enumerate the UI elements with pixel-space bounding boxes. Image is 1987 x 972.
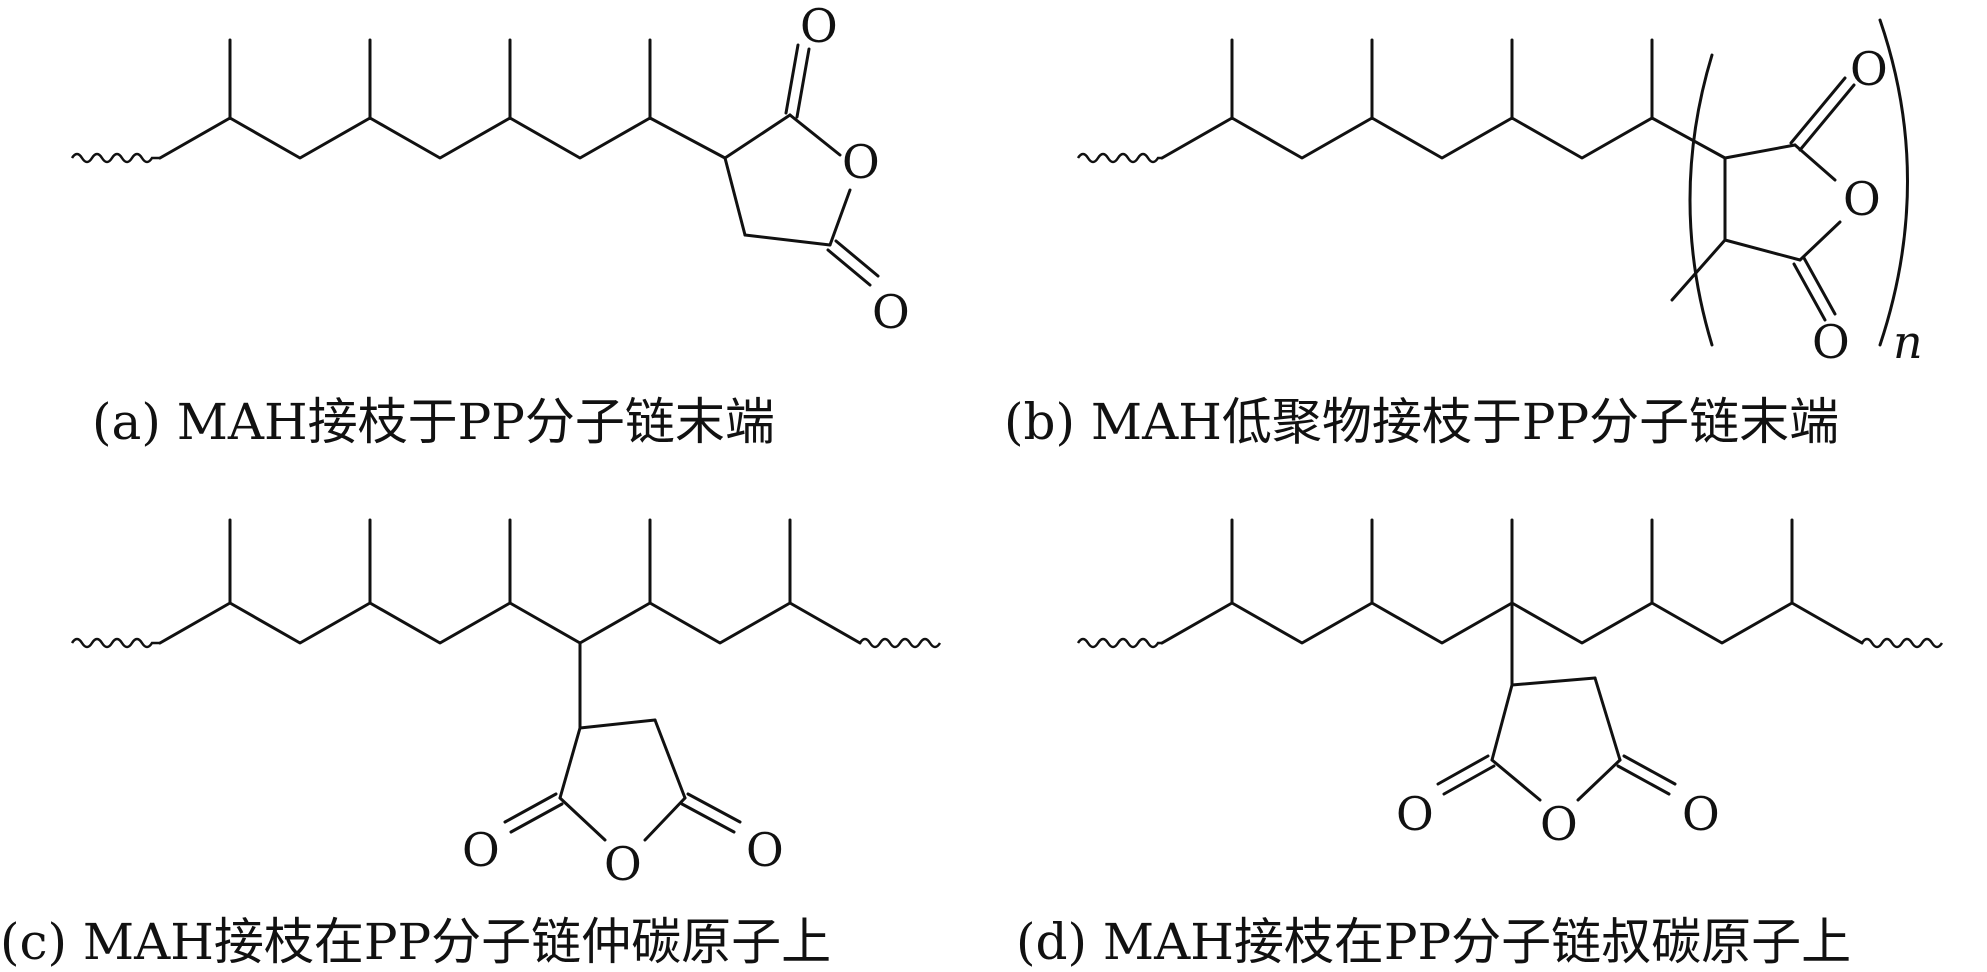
wavy-chain-end-d-right	[1860, 637, 1944, 649]
oxygen-b-bottom: O	[1812, 315, 1850, 369]
carbonyl-c-right-1	[686, 792, 742, 824]
bracket-right-b	[1878, 18, 1909, 347]
carbonyl-a-bottom-2	[834, 239, 880, 278]
ring-bond-b-6	[1670, 238, 1727, 302]
carbonyl-d-left-1	[1436, 754, 1490, 786]
oxygen-b-ring: O	[1843, 172, 1881, 226]
wavy-chain-end-c-left	[70, 637, 160, 649]
caption-c: (c) MAH接枝在PP分子链仲碳原子上	[0, 913, 832, 971]
wavy-chain-end-d-left	[1076, 637, 1162, 649]
bracket-left-b	[1688, 53, 1714, 347]
carbonyl-b-top-2	[1798, 83, 1856, 152]
wavy-chain-end-b	[1076, 152, 1162, 164]
oxygen-d-right: O	[1682, 787, 1720, 841]
ring-bond-b-5	[1798, 220, 1842, 262]
structure-b: O O O n	[1076, 18, 1923, 369]
pp-backbone-b	[1160, 116, 1727, 160]
carbonyl-a-top-2	[795, 47, 811, 119]
wavy-chain-end-a	[70, 152, 160, 164]
repeat-index-n: n	[1893, 315, 1923, 369]
ring-bond-b-3	[1793, 143, 1837, 182]
oxygen-a-ring: O	[842, 135, 880, 189]
ring-bond-c-4	[558, 796, 607, 842]
carbonyl-c-left-2	[509, 802, 564, 834]
ring-bond-b-4	[1723, 238, 1802, 262]
ring-bond-d-1	[1510, 676, 1597, 687]
ring-bond-c-3	[653, 718, 687, 800]
ring-bond-c-5	[643, 796, 687, 842]
ring-bond-d-3	[1593, 676, 1622, 762]
carbonyl-a-top-1	[784, 43, 800, 115]
ring-bond-d-4	[1490, 758, 1542, 802]
oxygen-d-left: O	[1396, 787, 1434, 841]
ring-bond-b-2	[1723, 143, 1797, 160]
carbonyl-a-bottom-1	[826, 248, 872, 287]
pp-backbone-a	[158, 116, 727, 160]
caption-b: (b) MAH低聚物接枝于PP分子链末端	[1004, 393, 1840, 451]
carbonyl-c-right-2	[680, 802, 736, 834]
ring-bond-a-5	[828, 188, 852, 247]
carbonyl-b-bottom-2	[1802, 256, 1837, 316]
carbonyl-d-left-2	[1442, 764, 1496, 796]
ring-bond-d-5	[1576, 758, 1622, 802]
oxygen-b-top: O	[1850, 42, 1888, 96]
ring-bond-a-4	[743, 233, 832, 247]
carbonyl-b-bottom-1	[1792, 262, 1827, 322]
ring-bond-a-2	[788, 113, 842, 157]
structure-d: O O O	[1076, 518, 1944, 851]
pp-backbone-c	[158, 601, 862, 645]
oxygen-d-ring: O	[1540, 797, 1578, 851]
oxygen-c-ring: O	[604, 837, 642, 891]
structure-a: O O O	[70, 0, 910, 339]
oxygen-a-bottom: O	[872, 285, 910, 339]
carbonyl-b-top-1	[1789, 76, 1847, 145]
oxygen-a-top: O	[800, 0, 838, 53]
caption-d: (d) MAH接枝在PP分子链叔碳原子上	[1016, 913, 1852, 971]
ring-bond-a-3	[723, 156, 747, 237]
oxygen-c-right: O	[746, 823, 784, 877]
carbonyl-d-right-1	[1622, 754, 1677, 786]
ring-bond-c-2	[558, 726, 582, 800]
oxygen-c-left: O	[462, 823, 500, 877]
caption-a: (a) MAH接枝于PP分子链末端	[92, 393, 775, 451]
wavy-chain-end-c-right	[858, 637, 942, 649]
ring-bond-a-1	[723, 113, 792, 160]
ring-bond-c-1	[578, 718, 657, 730]
carbonyl-c-left-1	[503, 792, 558, 824]
structure-c: O O O	[70, 518, 942, 891]
carbonyl-d-right-2	[1616, 764, 1671, 796]
ring-bond-d-2	[1490, 683, 1514, 762]
